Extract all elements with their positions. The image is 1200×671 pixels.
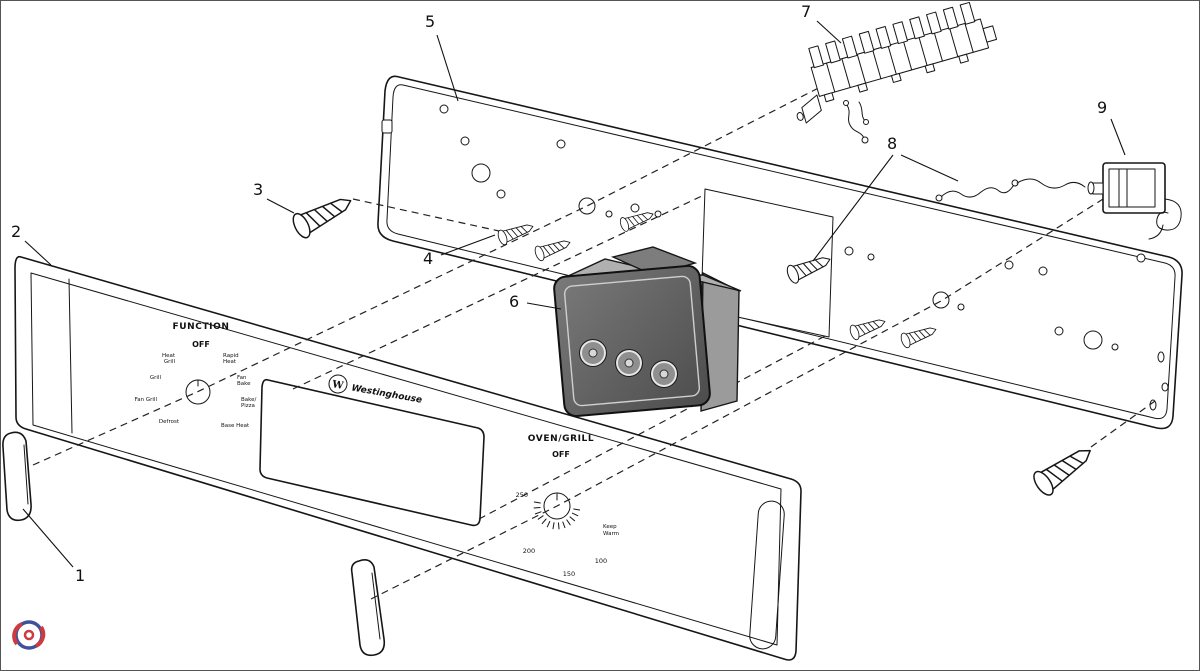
callout-leader-line xyxy=(440,234,496,256)
panel-holes xyxy=(381,104,1169,411)
terminal-block-feet xyxy=(823,53,969,103)
callout-leader-line xyxy=(816,20,842,44)
callouts: 1 2 3 4 5 6 7 8 9 xyxy=(11,2,1126,585)
brand-logo-icon xyxy=(328,374,348,394)
callout-leader-line xyxy=(22,508,74,568)
display-window xyxy=(259,378,485,527)
callout-leader-line xyxy=(436,34,459,102)
timer-buttons xyxy=(579,339,678,388)
thermostat-switch xyxy=(1087,162,1182,240)
panel-slot xyxy=(381,119,393,134)
brand-initial: W xyxy=(330,379,345,392)
svg-text:200: 200 xyxy=(523,547,535,555)
svg-text:Fan: Fan xyxy=(237,375,247,381)
callout-leader-line xyxy=(1110,118,1126,156)
oven-grill-off-label: OFF xyxy=(552,450,570,459)
function-title: FUNCTION xyxy=(172,322,229,332)
svg-text:Fan Grill: Fan Grill xyxy=(135,397,158,403)
assembly-axes xyxy=(32,74,1156,600)
callout-leader-line xyxy=(900,154,959,182)
callout-leader-line xyxy=(266,198,295,214)
svg-text:Grill: Grill xyxy=(150,375,162,381)
svg-text:Bake: Bake xyxy=(237,381,251,387)
assembly-axis-dashed xyxy=(352,198,500,232)
callout-7-label: 7 xyxy=(801,2,811,21)
svg-text:Heat: Heat xyxy=(223,359,237,365)
svg-text:Warm: Warm xyxy=(603,531,619,537)
terminal-block xyxy=(796,1,998,124)
callout-5-label: 5 xyxy=(425,12,435,31)
svg-text:Defrost: Defrost xyxy=(159,419,180,425)
terminal-block-wires xyxy=(843,100,869,144)
assembly-axis-dashed xyxy=(32,74,845,466)
callout-leader-line xyxy=(526,302,562,310)
capillary-coil xyxy=(1156,198,1182,231)
callout-3-label: 3 xyxy=(253,180,263,199)
callout-leader-line xyxy=(812,154,894,262)
thermostat-scale-labels: 250 200 150 100 Keep Warm xyxy=(516,491,619,578)
fascia-endcap-line xyxy=(68,278,73,434)
terminal-block-teeth xyxy=(808,1,976,69)
control-fascia: FUNCTION OFF Heat Grill Rapid Heat Grill… xyxy=(14,255,802,661)
control-knob-bottom xyxy=(350,559,386,657)
oven-grill-title: OVEN/GRILL xyxy=(528,434,594,444)
control-knob-left xyxy=(2,431,32,522)
watermark-logo xyxy=(12,620,46,650)
terminal-block-bracket xyxy=(801,94,822,124)
assembly-axis-dashed xyxy=(478,334,828,520)
svg-text:100: 100 xyxy=(595,557,607,565)
function-off-label: OFF xyxy=(192,340,210,349)
thermostat-selector: OVEN/GRILL OFF 250 200 xyxy=(516,434,619,578)
harness-wires xyxy=(935,178,1086,202)
callout-6-label: 6 xyxy=(509,292,519,311)
svg-text:Bake/: Bake/ xyxy=(241,397,257,403)
screw xyxy=(1029,438,1099,499)
callout-9-label: 9 xyxy=(1097,98,1107,117)
assembly-axis-dashed xyxy=(1090,400,1156,448)
svg-text:Grill: Grill xyxy=(164,359,176,365)
svg-text:Heat: Heat xyxy=(162,353,176,359)
assembly-axis-dashed xyxy=(292,194,705,390)
svg-text:Pizza: Pizza xyxy=(241,403,255,409)
svg-text:150: 150 xyxy=(563,570,575,578)
function-labels: Heat Grill Rapid Heat Grill Fan Bake Fan… xyxy=(135,353,257,429)
svg-text:250: 250 xyxy=(516,491,528,499)
screw-part3 xyxy=(289,188,358,241)
callout-1-label: 1 xyxy=(75,566,85,585)
callout-4-label: 4 xyxy=(423,249,433,268)
assembly-axis-dashed xyxy=(370,188,1120,600)
svg-text:Rapid: Rapid xyxy=(223,353,239,359)
svg-text:Keep: Keep xyxy=(603,524,617,530)
thermostat-tick-marks xyxy=(533,501,581,530)
callout-leader-line xyxy=(24,240,52,266)
callout-2-label: 2 xyxy=(11,222,21,241)
fascia-end-slot xyxy=(749,500,785,650)
svg-text:Base Heat: Base Heat xyxy=(221,423,250,429)
callout-8-label: 8 xyxy=(887,134,897,153)
timer-module xyxy=(553,246,742,418)
